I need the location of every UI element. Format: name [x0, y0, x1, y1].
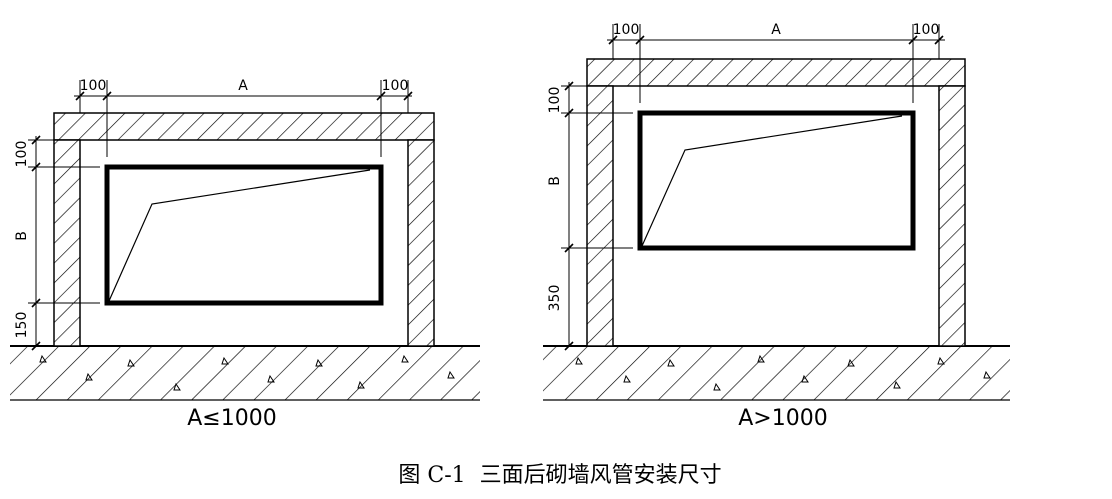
right-walls: [586, 58, 966, 347]
right-caption: A>1000: [738, 406, 827, 431]
left-diagram: 100 A 100 100 B 150 A≤1000: [10, 78, 480, 431]
right-dim-top-right: 100: [913, 22, 940, 38]
right-diagram: 100 A 100 100 B 350 A>1000: [543, 22, 1010, 431]
left-dim-side-bottom: 150: [14, 312, 30, 339]
left-caption: A≤1000: [187, 406, 276, 431]
left-walls: [53, 112, 435, 347]
right-dim-top-left: 100: [613, 22, 640, 38]
left-dim-side-b: B: [14, 231, 30, 241]
right-side-dimension: [561, 81, 633, 351]
left-dim-top-a: A: [238, 78, 248, 94]
right-dim-top-a: A: [771, 22, 781, 38]
left-duct: [104, 164, 384, 306]
right-duct: [637, 110, 916, 251]
right-ground-slab: [543, 345, 1010, 401]
figure-caption: 图 C-1 三面后砌墙风管安装尺寸: [398, 463, 721, 488]
left-dim-top-left: 100: [80, 78, 107, 94]
right-dim-side-top: 100: [547, 87, 563, 114]
left-side-dimension: [28, 135, 100, 351]
left-top-dimension: [74, 80, 413, 157]
right-dim-side-b: B: [547, 176, 563, 186]
left-ground-slab: [10, 345, 480, 401]
right-top-dimension: [607, 24, 945, 103]
left-dim-side-top: 100: [14, 141, 30, 168]
right-dim-side-bottom: 350: [547, 285, 563, 312]
left-dim-top-right: 100: [382, 78, 409, 94]
